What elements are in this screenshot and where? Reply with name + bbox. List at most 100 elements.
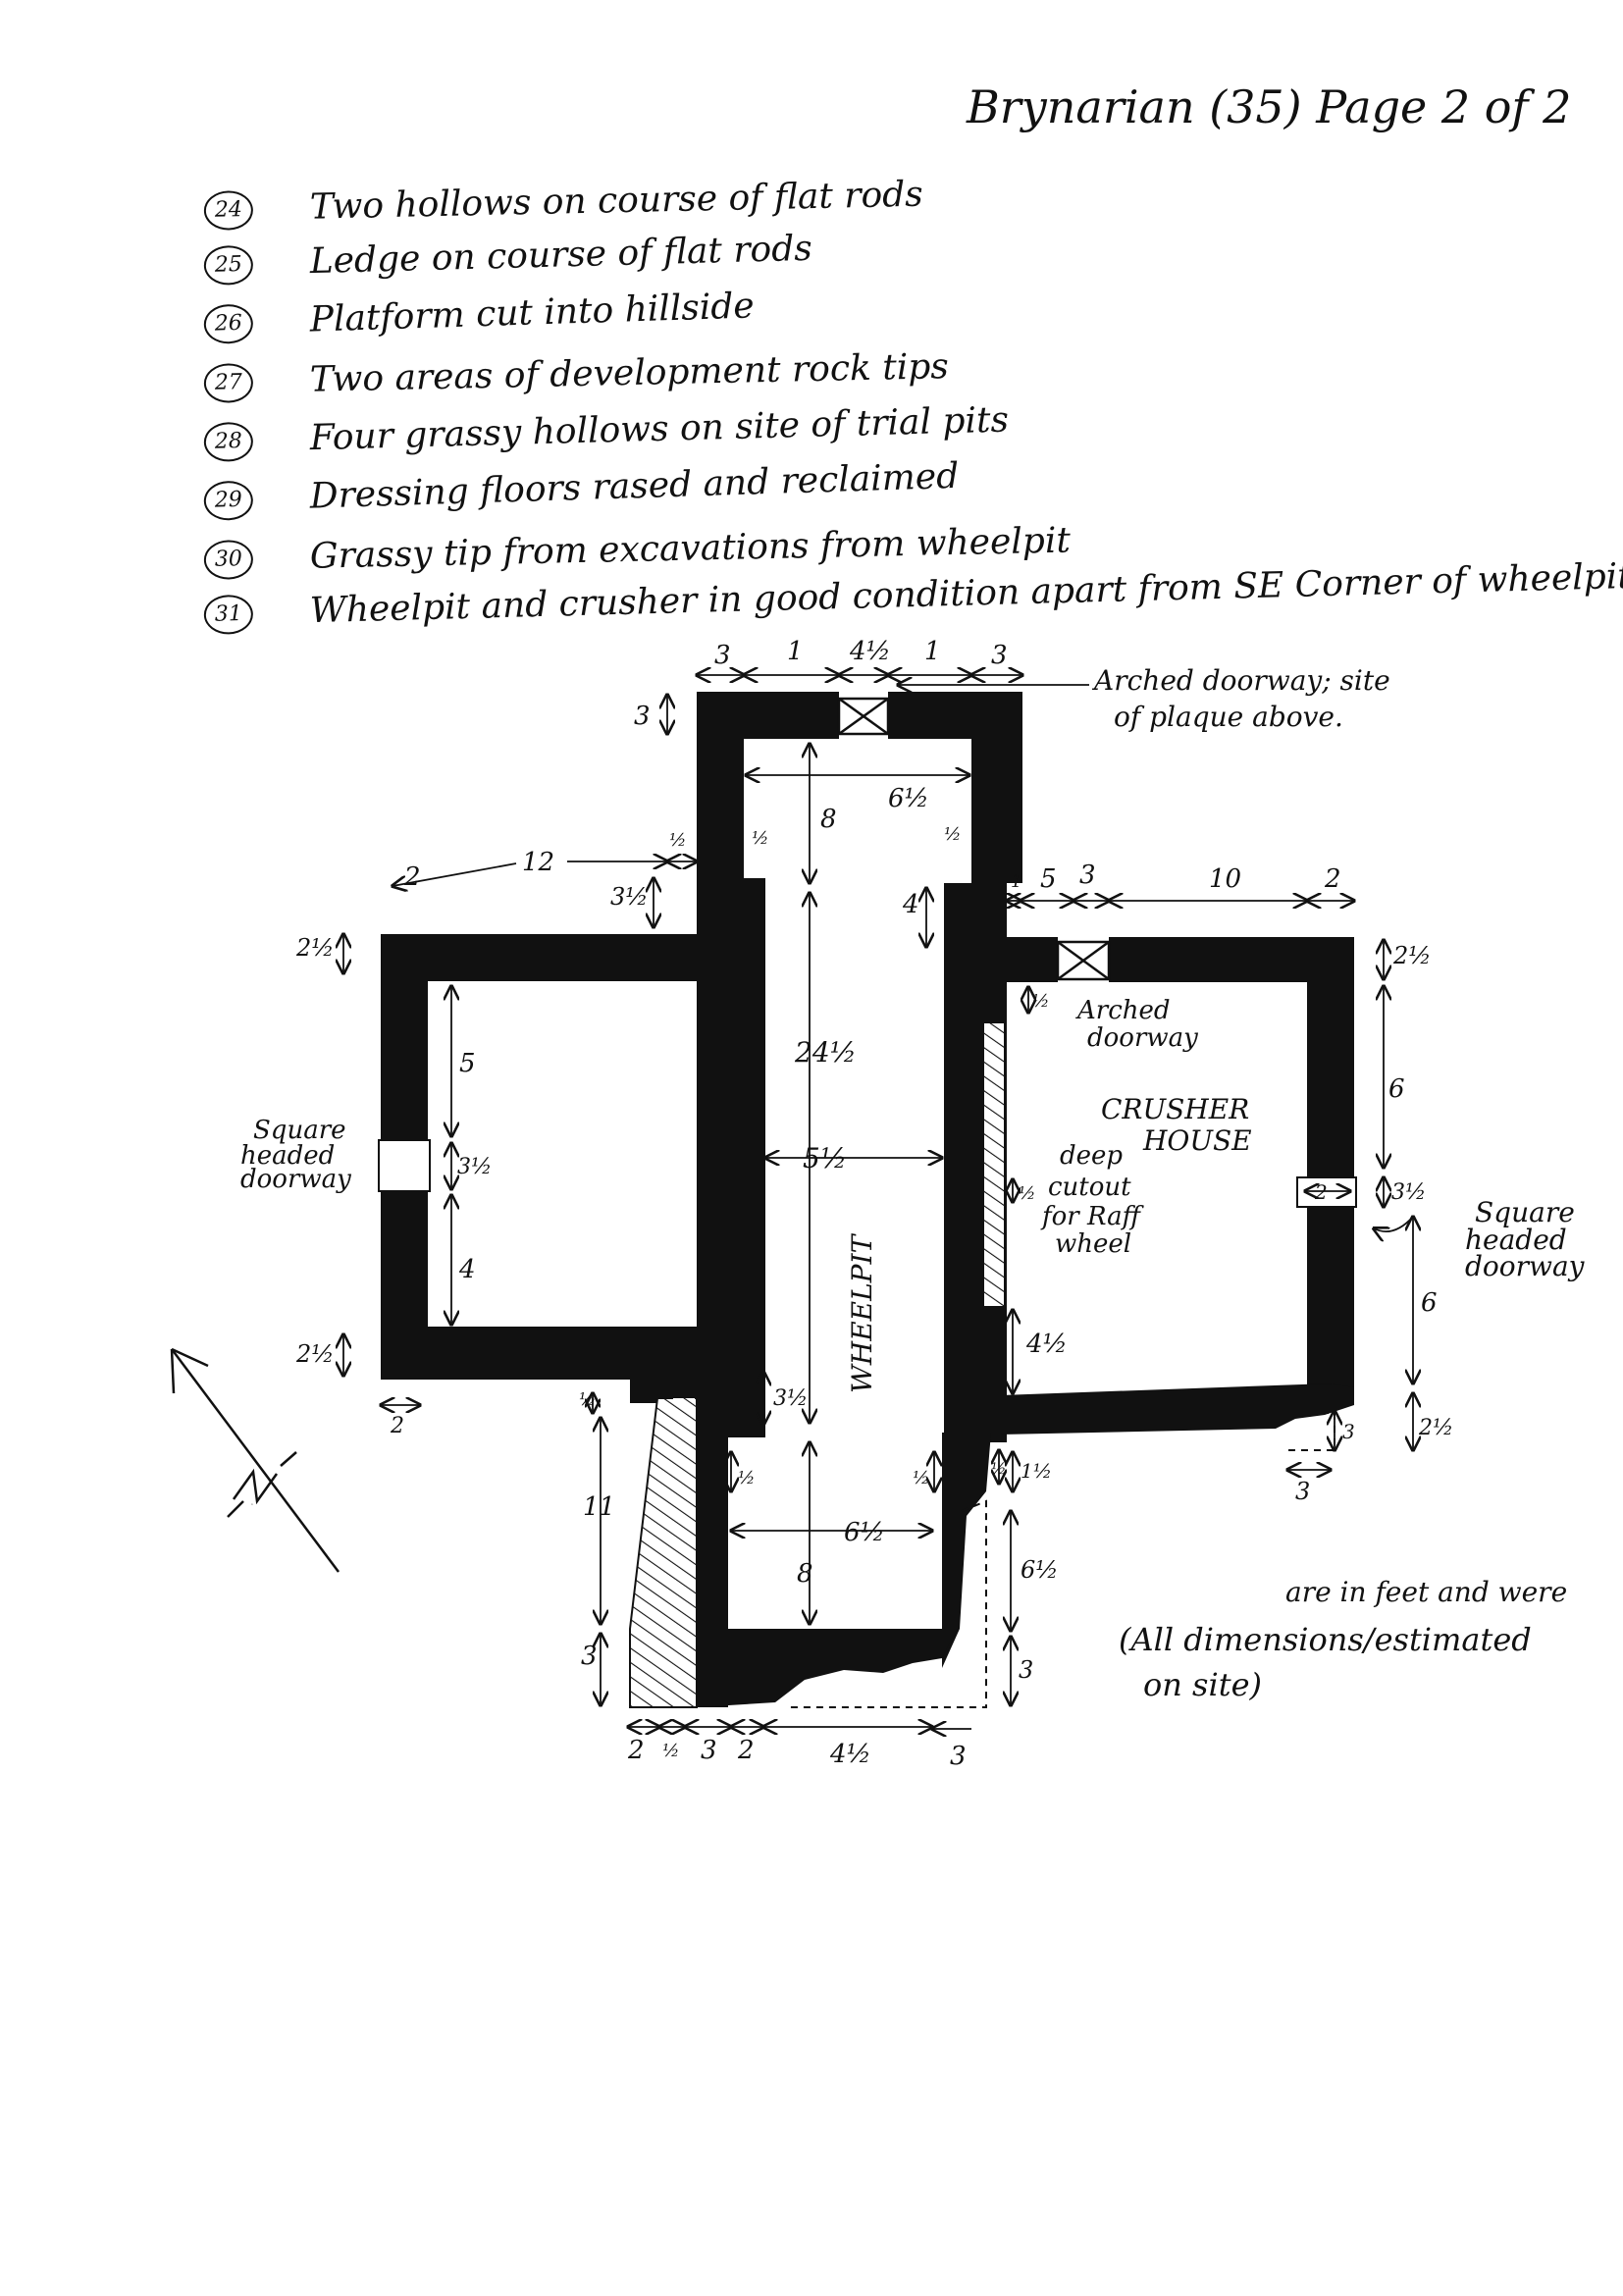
- top-arched-doorway: [837, 697, 890, 736]
- dim-top-row-3: 4½: [849, 637, 891, 666]
- dim-top-row-5: 3: [991, 641, 1008, 670]
- bottom-side-right: [942, 1433, 991, 1668]
- dim-right-3half: 3½: [1391, 1180, 1426, 1205]
- dim-wheelpit-len: 24½: [794, 1036, 857, 1069]
- north-arrow: [170, 1347, 340, 1573]
- dim-top-len: 8: [820, 805, 837, 834]
- label-cutout-1: deep: [1060, 1141, 1123, 1171]
- dim-bottom-row-1: 2: [627, 1736, 645, 1765]
- label-arched-doorway-top-1: Arched doorway; site: [1091, 664, 1390, 697]
- page-title: Brynarian (35) Page 2 of 2: [967, 80, 1572, 133]
- dim-left-top-row-1: 2: [403, 862, 421, 892]
- label-arched-doorway-right-1: Arched: [1075, 996, 1171, 1025]
- label-crusher-house-2: HOUSE: [1142, 1124, 1252, 1157]
- dim-right-top-row-1: 1: [1011, 871, 1021, 892]
- dim-left-2-bottom: 2: [390, 1414, 404, 1438]
- hatched-areas: [629, 1021, 1006, 1708]
- label-cutout-3: for Raff: [1040, 1202, 1145, 1231]
- dim-right-1half: 1½: [1021, 1459, 1052, 1483]
- lower-left-hatch-strip: [673, 1398, 695, 1629]
- dim-bottom-row-6: 3: [950, 1742, 967, 1771]
- dim-bottom-inner: 6½: [844, 1518, 885, 1547]
- dim-bottom-half-left: ½: [738, 1468, 755, 1488]
- dim-right-3-below: 3: [1295, 1478, 1310, 1505]
- dim-bottom-row-5: 4½: [829, 1740, 871, 1769]
- crusher-top-wall-left: [1007, 937, 1058, 982]
- label-square-doorway-left-1: Square: [253, 1116, 346, 1145]
- dim-left-3half-door: 3½: [457, 1155, 492, 1179]
- left-house-bottom-wall: [381, 1327, 705, 1380]
- dim-left-half-lower: ½: [579, 1389, 596, 1410]
- dim-left-5: 5: [459, 1049, 476, 1078]
- left-square-doorway: [378, 1139, 431, 1192]
- dim-top-inner: 6½: [888, 784, 929, 813]
- dim-right-door-2: 2: [1314, 1180, 1328, 1204]
- dim-right-top-row-5: 2: [1324, 864, 1341, 894]
- raff-wheel-cutout: [982, 1021, 1006, 1308]
- left-house-top-wall: [381, 934, 705, 981]
- dim-left-half-1: ½: [752, 828, 768, 849]
- dim-left-11: 11: [583, 1492, 615, 1522]
- label-wheelpit: WHEELPIT: [846, 1232, 878, 1393]
- dim-right-6-top: 6: [1388, 1074, 1405, 1104]
- dim-right-half-1: ½: [944, 824, 961, 845]
- label-square-doorway-right-2: headed: [1465, 1224, 1567, 1256]
- dim-right-top-row-2: 5: [1040, 864, 1057, 894]
- label-dimensions-note-3: on site): [1143, 1666, 1262, 1703]
- dim-right-2half-bottom: 2½: [1418, 1416, 1453, 1440]
- se-corner-outline: [785, 1499, 987, 1708]
- dimension-lines: [343, 675, 1413, 1729]
- dim-right-2half-top: 2½: [1392, 942, 1432, 969]
- building-walls: [381, 692, 1354, 1707]
- crusher-bottom-wall: [1001, 1383, 1354, 1435]
- bottom-wall-base: [697, 1629, 957, 1707]
- crusher-arched-doorway: [1056, 940, 1111, 981]
- dim-left-3-lower: 3: [581, 1642, 598, 1671]
- label-dimensions-note-1: are in feet and were: [1285, 1576, 1567, 1608]
- dim-center-3half: 3½: [773, 1386, 808, 1411]
- top-side-right: [971, 692, 1022, 883]
- dim-left-2half-bottom: 2½: [295, 1340, 335, 1368]
- dim-cutout-half: ½: [1019, 1183, 1035, 1204]
- dim-right-6half: 6½: [1021, 1556, 1059, 1584]
- dim-top-row-1: 3: [714, 641, 731, 670]
- label-square-doorway-left-3: doorway: [240, 1165, 351, 1194]
- label-arched-doorway-top-2: of plaque above.: [1114, 701, 1343, 733]
- north-symbol: N: [250, 1504, 253, 1506]
- plan-text: Arched doorway; site of plaque above. Ar…: [240, 637, 1586, 1771]
- dim-bottom-row-4: 2: [737, 1736, 755, 1765]
- dim-left-top-row-2: 12: [522, 848, 554, 877]
- dim-top-row-4: 1: [924, 637, 941, 666]
- label-crusher-house-1: CRUSHER: [1101, 1093, 1249, 1125]
- wheelpit-wall-left: [697, 878, 765, 1437]
- dim-right-half-lower: ½: [991, 1459, 1007, 1478]
- dim-top-row-2: 1: [787, 637, 804, 666]
- dim-right-top-row-4: 10: [1209, 864, 1241, 894]
- label-square-doorway-right-3: doorway: [1465, 1250, 1586, 1282]
- openings: [378, 697, 1357, 1208]
- dim-bottom-row-2: ½: [662, 1741, 679, 1761]
- dim-bottom-row-3: 3: [701, 1736, 717, 1765]
- label-dimensions-note-2: (All dimensions/estimated: [1119, 1621, 1532, 1658]
- dim-left-top-row-3: ½: [669, 830, 686, 851]
- dim-left-2half-top: 2½: [295, 934, 335, 962]
- dim-bottom-half-right: ½: [913, 1468, 929, 1488]
- top-side-left: [697, 692, 744, 883]
- dim-right-3-lower: 3: [1019, 1656, 1033, 1684]
- dim-right-6-bottom: 6: [1421, 1288, 1438, 1318]
- dim-right-3-corner: 3: [1342, 1420, 1355, 1443]
- dim-right-top-row-3: 3: [1079, 861, 1096, 890]
- dim-bottom-len: 8: [797, 1559, 813, 1589]
- label-cutout-4: wheel: [1055, 1229, 1131, 1259]
- dim-right-4: 4: [902, 890, 919, 919]
- dim-top-wall: 3: [634, 702, 651, 731]
- label-arched-doorway-right-2: doorway: [1087, 1023, 1198, 1053]
- dim-wheelpit-width: 5½: [803, 1142, 847, 1174]
- label-cutout-2: cutout: [1048, 1173, 1131, 1202]
- label-square-doorway-right-1: Square: [1475, 1196, 1575, 1228]
- dim-left-3half: 3½: [610, 883, 649, 911]
- dim-cutout-4half: 4½: [1025, 1330, 1068, 1359]
- label-square-doorway-left-2: headed: [240, 1141, 335, 1171]
- crusher-right-wall: [1307, 937, 1354, 1390]
